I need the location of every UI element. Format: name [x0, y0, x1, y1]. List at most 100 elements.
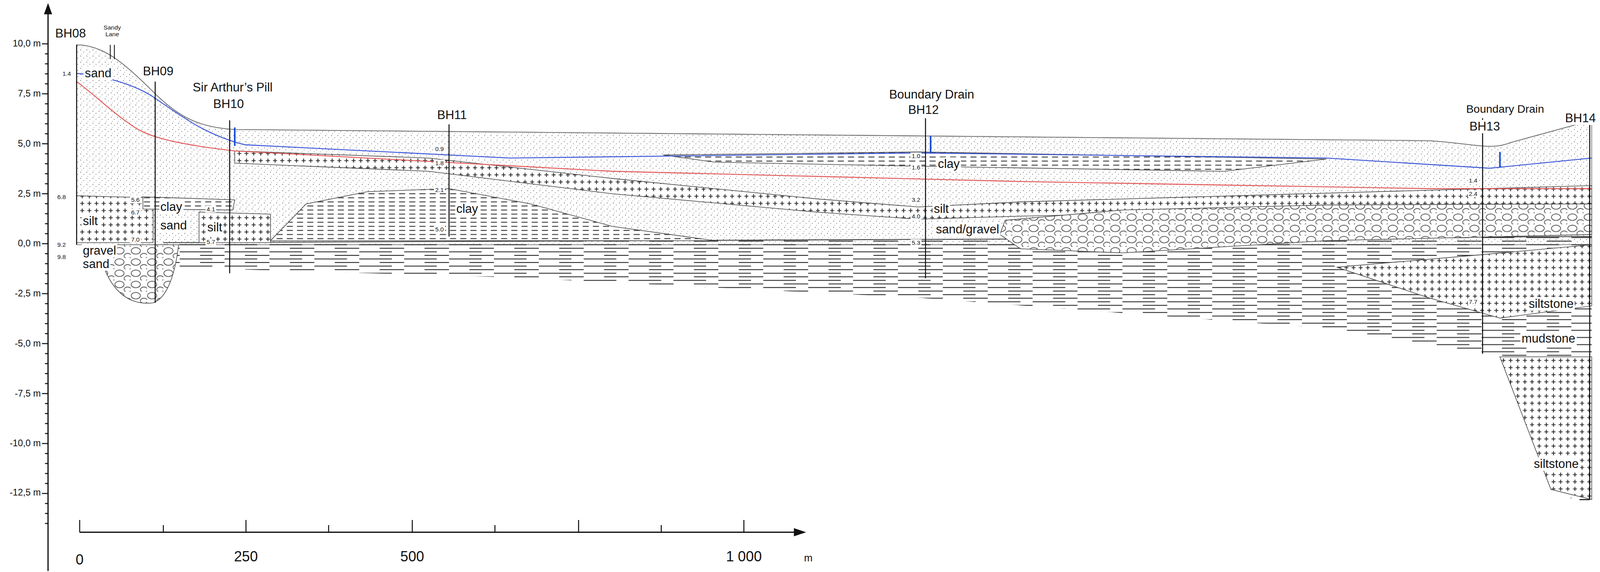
- tick-mark: [44, 323, 49, 325]
- tick-mark: [44, 253, 49, 255]
- depth-value: 5.3: [910, 239, 922, 247]
- layer-label: silt: [81, 214, 100, 229]
- borehole-label: BH12: [906, 103, 941, 117]
- layer-label: sand: [159, 218, 189, 233]
- tick-mark: [577, 520, 580, 533]
- axis-label: 7,5 m: [17, 88, 41, 100]
- tick-mark: [44, 83, 49, 85]
- depth-value: 6.7: [129, 209, 141, 216]
- scale-label: 500: [400, 549, 425, 565]
- tick-mark: [41, 343, 49, 345]
- tick-mark: [44, 483, 49, 485]
- tick-mark: [44, 463, 49, 465]
- tick-mark: [44, 223, 49, 225]
- borehole-label: BH14: [1564, 111, 1598, 126]
- tick-mark: [44, 283, 49, 285]
- tick-mark: [44, 53, 49, 55]
- tick-mark: [328, 525, 330, 533]
- depth-value: 9.8: [56, 253, 68, 261]
- tick-mark: [41, 193, 49, 195]
- tick-mark: [44, 503, 49, 505]
- depth-value: 3.2: [910, 196, 922, 204]
- tick-mark: [44, 383, 49, 385]
- tick-mark: [41, 443, 49, 445]
- axis-label: -12,5 m: [9, 487, 42, 499]
- depth-value: 1.4: [61, 70, 73, 77]
- tick-mark: [41, 143, 49, 145]
- depth-value: 1.8: [433, 159, 445, 167]
- tick-mark: [44, 333, 49, 335]
- layer-label: clay: [159, 200, 184, 214]
- depth-value: 9.2: [56, 241, 68, 249]
- scale-label: 1 000: [725, 549, 762, 565]
- tick-mark: [411, 520, 414, 533]
- borehole-label: Boundary Drain: [1465, 102, 1546, 116]
- axis-label: 2,5 m: [17, 188, 41, 200]
- tick-mark: [245, 520, 247, 533]
- depth-value: 1.0: [910, 152, 922, 160]
- tick-mark: [41, 93, 49, 95]
- depth-value: 5.7: [205, 238, 217, 246]
- layer-label: clay: [936, 157, 961, 171]
- axis-label: -5,0 m: [14, 338, 42, 350]
- depth-value: 7.0: [129, 236, 141, 243]
- depth-value: 4.1: [205, 205, 217, 213]
- tick-mark: [44, 153, 49, 155]
- axis-label: 5,0 m: [17, 138, 41, 150]
- depth-value: 0.9: [433, 145, 445, 153]
- scale-label: 250: [233, 549, 258, 565]
- borehole-label: BH10: [212, 97, 246, 111]
- axis-label: -7,5 m: [14, 388, 42, 400]
- layer-label: sand/gravel: [934, 222, 1000, 237]
- tick-mark: [44, 433, 49, 435]
- tick-mark: [44, 353, 49, 355]
- depth-value: 5.6: [129, 196, 141, 204]
- tick-mark: [44, 133, 49, 135]
- axis-label: -2,5 m: [14, 288, 42, 300]
- tick-mark: [41, 293, 49, 295]
- axis-label: 10,0 m: [12, 38, 41, 49]
- tick-mark: [162, 525, 165, 533]
- borehole-label: Boundary Drain: [887, 87, 976, 102]
- axis-label: 0,0 m: [17, 238, 41, 249]
- tick-mark: [44, 63, 49, 65]
- borehole-label: Sandy Lane: [99, 24, 126, 38]
- tick-mark: [79, 520, 81, 533]
- layer-label: silt: [206, 220, 224, 235]
- tick-mark: [44, 273, 49, 275]
- borehole-label: BH08: [54, 26, 88, 41]
- tick-mark: [41, 493, 49, 495]
- scale-label: 0: [75, 552, 84, 569]
- tick-mark: [44, 423, 49, 425]
- depth-value: 1.4: [1467, 177, 1479, 184]
- tick-mark: [44, 203, 49, 205]
- tick-mark: [44, 363, 49, 365]
- tick-mark: [44, 113, 49, 115]
- layer-label: siltstone: [1527, 297, 1575, 311]
- depth-value: 2.4: [1467, 190, 1479, 198]
- depth-value: 1.6: [910, 164, 922, 171]
- layer-label: sand: [81, 257, 111, 272]
- tick-mark: [44, 413, 49, 415]
- layer-label: clay: [455, 202, 480, 216]
- tick-mark: [41, 43, 49, 45]
- tick-mark: [44, 403, 49, 405]
- borehole-label: Sir Arthur’s Pill: [191, 80, 274, 95]
- layer-label: mudstone: [1520, 332, 1577, 346]
- tick-mark: [44, 453, 49, 455]
- tick-mark: [44, 73, 49, 75]
- tick-mark: [660, 525, 662, 533]
- tick-mark: [44, 213, 49, 215]
- depth-value: 4.0: [910, 213, 922, 220]
- tick-mark: [44, 523, 49, 525]
- tick-mark: [44, 373, 49, 375]
- scale-label: m: [803, 552, 813, 564]
- layer-label: gravel: [81, 244, 118, 258]
- depth-value: 6.8: [56, 193, 68, 201]
- tick-mark: [743, 520, 745, 533]
- borehole-label: BH09: [141, 64, 175, 79]
- depth-value: 5.0: [433, 226, 445, 233]
- layer-label: sand: [83, 66, 113, 81]
- tick-mark: [44, 123, 49, 125]
